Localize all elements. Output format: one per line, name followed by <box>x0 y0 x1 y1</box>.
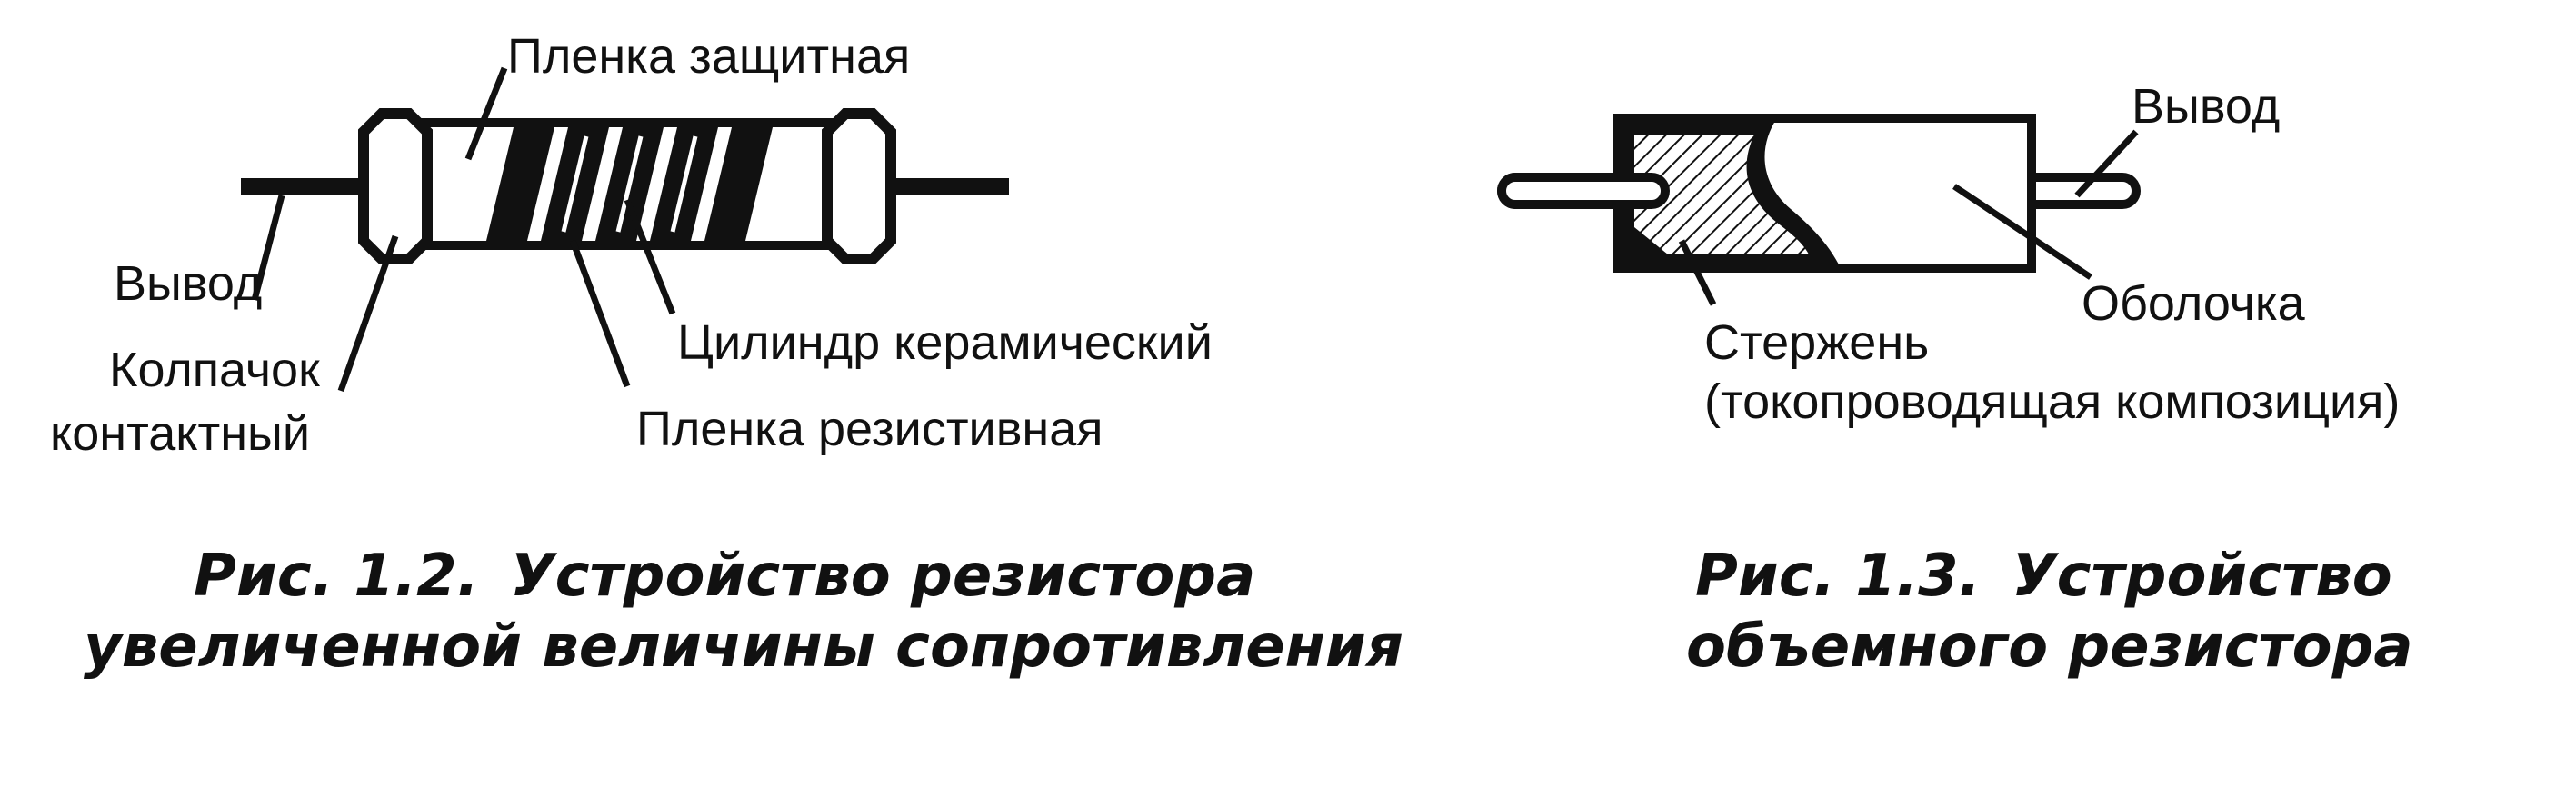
label-rod-line2: (токопроводящая композиция) <box>1704 374 2400 429</box>
rod-hatched-region <box>1634 135 1809 254</box>
leader-rod <box>1678 239 1717 306</box>
left-contact-cap <box>358 108 433 264</box>
leader-ceramic-cylinder <box>624 198 676 315</box>
leader-protective-film <box>464 66 508 161</box>
film-resistor-figure: Пленка защитная Вывод Колпачок контактны… <box>50 29 1403 681</box>
label-contact-cap-line2: контактный <box>50 406 310 461</box>
leader-lead <box>251 195 285 301</box>
composition-resistor-figure: Вывод Оболочка Стержень (токопроводящая … <box>1497 79 2413 681</box>
leader-resistive-film <box>569 239 631 388</box>
label-protective-film: Пленка защитная <box>507 29 910 84</box>
label-lead-left: Вывод <box>114 256 262 311</box>
label-contact-cap-line1: Колпачок <box>109 343 320 397</box>
label-lead-right: Вывод <box>2132 79 2280 134</box>
leader-shell <box>1952 184 2092 280</box>
label-ceramic-cylinder: Цилиндр керамический <box>677 315 1213 370</box>
right-contact-cap <box>822 108 896 264</box>
leader-lines-left <box>251 66 676 393</box>
leader-contact-cap <box>337 234 399 393</box>
caption-fig-1-3-title-line1: Устройство <box>2012 543 2392 610</box>
caption-fig-1-3-number: Рис. 1.3. <box>1695 543 1981 610</box>
left-lead-inside <box>1497 173 1670 209</box>
protective-film-streaks <box>561 135 698 233</box>
label-rod-line1: Стержень <box>1704 315 1929 370</box>
caption-fig-1-3-line1: Рис. 1.3. Устройство <box>1695 543 2392 610</box>
label-resistive-film: Пленка резистивная <box>636 402 1103 456</box>
caption-fig-1-2-title-line1: Устройство резистора <box>510 543 1255 610</box>
caption-fig-1-3-title-line2: объемного резистора <box>1686 613 2413 681</box>
leader-lines-right <box>1678 129 2139 306</box>
leader-lead-right <box>2074 129 2139 198</box>
label-shell: Оболочка <box>2082 276 2306 331</box>
caption-fig-1-2-title-line2: увеличенной величины сопротивления <box>84 613 1403 681</box>
caption-fig-1-2-line1: Рис. 1.2. Устройство резистора <box>194 543 1255 610</box>
caption-fig-1-2-number: Рис. 1.2. <box>194 543 479 610</box>
